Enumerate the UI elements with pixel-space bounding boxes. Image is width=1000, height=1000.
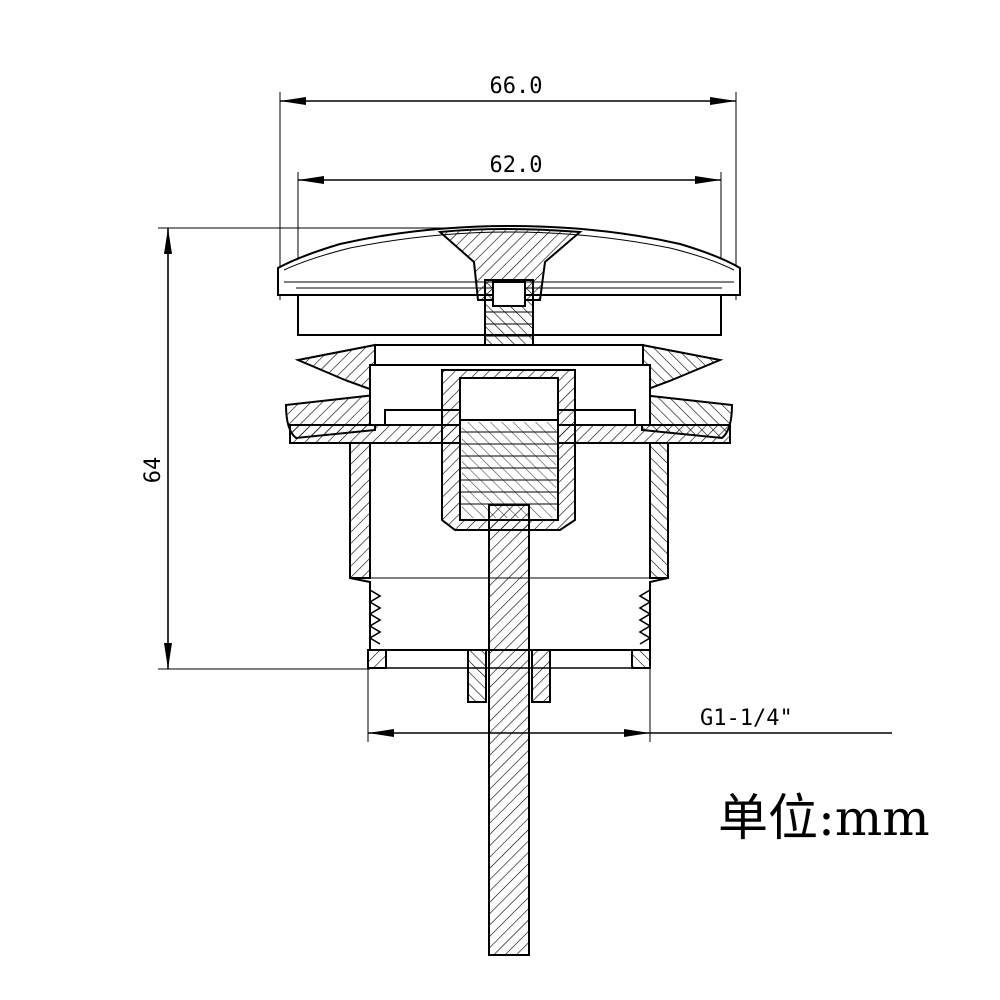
dimension-height: 64 xyxy=(141,227,470,670)
dimension-outer-diameter: 66.0 xyxy=(279,74,737,300)
dimension-outer-diameter-label: 66.0 xyxy=(490,74,543,99)
drain-cap xyxy=(277,224,741,336)
dimension-thread-label: G1-1/4" xyxy=(700,706,793,731)
dimension-height-label: 64 xyxy=(141,457,166,484)
unit-label: 单位:mm xyxy=(718,789,930,847)
dimension-inner-diameter: 62.0 xyxy=(297,153,722,300)
dimension-inner-diameter-label: 62.0 xyxy=(490,153,543,178)
central-rod xyxy=(467,504,551,956)
threaded-sleeve xyxy=(441,369,576,531)
dimension-thread: G1-1/4" xyxy=(367,650,892,742)
